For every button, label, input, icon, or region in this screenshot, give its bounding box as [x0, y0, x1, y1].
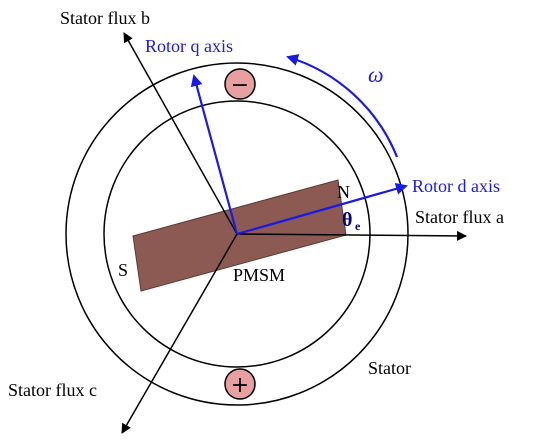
- stator-outer-ring: [65, 62, 409, 406]
- rotor-q-axis: [190, 74, 239, 235]
- theta-subscript: e: [355, 219, 361, 233]
- coil-plus: +: [224, 368, 256, 400]
- pmsm-label: PMSM: [233, 265, 285, 285]
- rotor-d-axis-label: Rotor d axis: [412, 176, 500, 196]
- stator-label: Stator: [368, 358, 411, 378]
- north-pole-label: N: [337, 182, 350, 202]
- minus-sign: −: [231, 73, 249, 98]
- rotation-arrow: [286, 54, 399, 158]
- stator-flux-c-axis: [121, 233, 238, 434]
- stator-inner-ring: [103, 100, 371, 368]
- stator-flux-b-label: Stator flux b: [60, 8, 150, 28]
- theta-symbol: θ: [342, 209, 352, 231]
- stator-flux-b-axis: [123, 32, 238, 235]
- plus-sign: +: [231, 373, 249, 398]
- stator-flux-c-label: Stator flux c: [8, 380, 97, 400]
- omega-label: ω: [368, 62, 384, 87]
- stator-flux-a-axis: [236, 230, 467, 241]
- stator-flux-a-label: Stator flux a: [415, 207, 504, 227]
- south-pole-label: S: [118, 260, 128, 280]
- rotor-d-axis: [236, 182, 408, 236]
- coil-minus: −: [224, 68, 256, 100]
- rotor-q-axis-label: Rotor q axis: [145, 36, 233, 56]
- theta-e-label: θ e: [342, 209, 361, 233]
